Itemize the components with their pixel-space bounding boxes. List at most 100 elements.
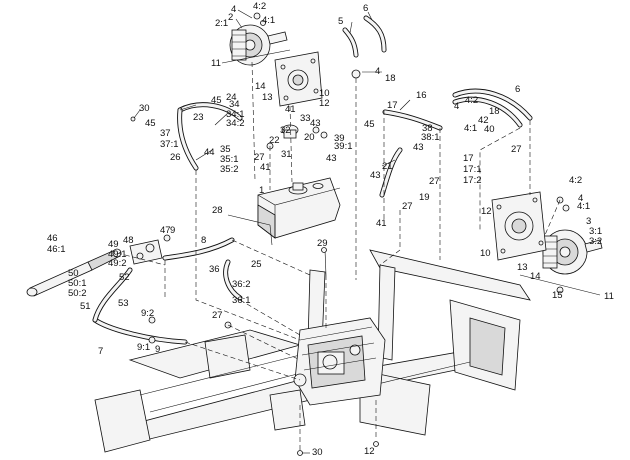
callout-label: 38:1 bbox=[421, 132, 440, 143]
callout-label: 43 bbox=[413, 142, 424, 153]
callout-label: 14 bbox=[255, 81, 266, 92]
hose-16 bbox=[382, 109, 443, 131]
callout-label: 45 bbox=[211, 95, 222, 106]
callout-label: 13 bbox=[517, 262, 528, 273]
callout-label: 17 bbox=[387, 100, 398, 111]
callout-label: 49:1 bbox=[108, 249, 127, 260]
callout-label: 25 bbox=[251, 259, 262, 270]
wheel-motor-left bbox=[221, 12, 291, 66]
callout-label: 30 bbox=[312, 447, 323, 458]
callout-label: 18 bbox=[489, 106, 500, 117]
callout-label: 4:2 bbox=[253, 1, 266, 12]
callout-label: 34:2 bbox=[226, 118, 245, 129]
callout-label: 37:1 bbox=[160, 139, 179, 150]
callout-label: 9 bbox=[155, 344, 160, 355]
callout-label: 30 bbox=[139, 103, 150, 114]
callout-label: 37 bbox=[160, 128, 171, 139]
callout-label: 21 bbox=[382, 161, 393, 172]
callout-label: 29 bbox=[317, 238, 328, 249]
callout-label: 46:1 bbox=[47, 244, 66, 255]
callout-label: 13 bbox=[262, 92, 273, 103]
hose-8 bbox=[162, 237, 235, 261]
callout-label: 39 bbox=[334, 133, 345, 144]
hose-7 bbox=[92, 267, 188, 345]
mount-plate-left bbox=[274, 51, 323, 107]
callout-label: 2 bbox=[228, 12, 233, 23]
callout-label: 43 bbox=[370, 170, 381, 181]
callout-label: 42 bbox=[478, 115, 489, 126]
callout-label: 6 bbox=[363, 3, 368, 14]
callout-label: 41 bbox=[285, 104, 296, 115]
callout-label: 50 bbox=[68, 268, 79, 279]
callout-label: 35:1 bbox=[220, 154, 239, 165]
callout-label: 49:2 bbox=[108, 258, 127, 269]
callout-label: 28 bbox=[212, 205, 223, 216]
callout-label: 48 bbox=[123, 235, 134, 246]
callout-label: 27 bbox=[402, 201, 413, 212]
callout-label: 4 bbox=[375, 66, 380, 77]
callout-label: 32 bbox=[280, 125, 291, 136]
hose-23-24 bbox=[177, 102, 243, 171]
callout-label: 36:1 bbox=[232, 295, 251, 306]
callout-label: 39:1 bbox=[334, 141, 353, 152]
callout-label: 8 bbox=[201, 235, 206, 246]
callout-label: 24 bbox=[226, 92, 237, 103]
callout-label: 17 bbox=[463, 153, 474, 164]
callout-label: 14 bbox=[530, 271, 541, 282]
callout-label: 3:1 bbox=[589, 226, 602, 237]
callout-label: 20 bbox=[304, 132, 315, 143]
callout-label: 4:1 bbox=[464, 123, 477, 134]
callout-label: 9:2 bbox=[141, 308, 154, 319]
callout-label: 46 bbox=[47, 233, 58, 244]
callout-label: 53 bbox=[118, 298, 129, 309]
callout-label: 12 bbox=[319, 98, 330, 109]
callout-label: 45 bbox=[145, 118, 156, 129]
callout-label: 18 bbox=[385, 73, 396, 84]
callout-label: 4:1 bbox=[577, 201, 590, 212]
callout-label: 49 bbox=[108, 239, 119, 250]
callout-label: 12 bbox=[481, 206, 492, 217]
callout-label: 11 bbox=[211, 58, 221, 69]
callout-label: 12 bbox=[364, 446, 375, 457]
callout-label: 44 bbox=[204, 147, 215, 158]
callout-label: 10 bbox=[480, 248, 491, 259]
reservoir-cap-parts bbox=[266, 124, 328, 150]
hose-5-6 bbox=[342, 15, 387, 79]
callout-label: 34:1 bbox=[226, 109, 245, 120]
callout-label: 15 bbox=[552, 290, 563, 301]
callout-label: 4:2 bbox=[465, 95, 478, 106]
callout-label: 26 bbox=[170, 152, 181, 163]
callout-label: 34 bbox=[229, 99, 240, 110]
callout-label: 27 bbox=[212, 310, 223, 321]
callout-label: 35 bbox=[220, 144, 231, 155]
hydraulic-tank bbox=[257, 177, 341, 239]
callout-label: 43 bbox=[326, 153, 337, 164]
callout-label: 22 bbox=[269, 135, 280, 146]
hose-right-6 bbox=[452, 88, 533, 128]
callout-label: 33 bbox=[300, 113, 311, 124]
callout-label: 4:1 bbox=[262, 15, 275, 26]
callout-label: 38 bbox=[422, 123, 433, 134]
linkage-rods bbox=[130, 116, 564, 456]
callout-label: 5 bbox=[338, 16, 343, 27]
hose-36 bbox=[223, 259, 243, 301]
callout-label: 23 bbox=[193, 112, 204, 123]
callout-label: 27 bbox=[511, 144, 522, 155]
callout-label: 47 bbox=[160, 225, 171, 236]
callout-label: 7 bbox=[98, 346, 103, 357]
callout-label: 9:1 bbox=[137, 342, 150, 353]
callout-label: 50:2 bbox=[68, 288, 87, 299]
callout-leaders bbox=[133, 9, 411, 454]
callout-label: 51 bbox=[80, 301, 91, 312]
callout-label: 10 bbox=[319, 88, 330, 99]
pump-assembly bbox=[293, 317, 386, 406]
lift-cylinder bbox=[26, 248, 122, 297]
chassis-frame bbox=[94, 249, 531, 453]
callout-label: 36 bbox=[209, 264, 220, 275]
callout-label: 3 bbox=[586, 216, 591, 227]
callout-label: 41 bbox=[260, 162, 271, 173]
callout-label: 11 bbox=[604, 291, 614, 302]
callout-label: 35:2 bbox=[220, 164, 239, 175]
